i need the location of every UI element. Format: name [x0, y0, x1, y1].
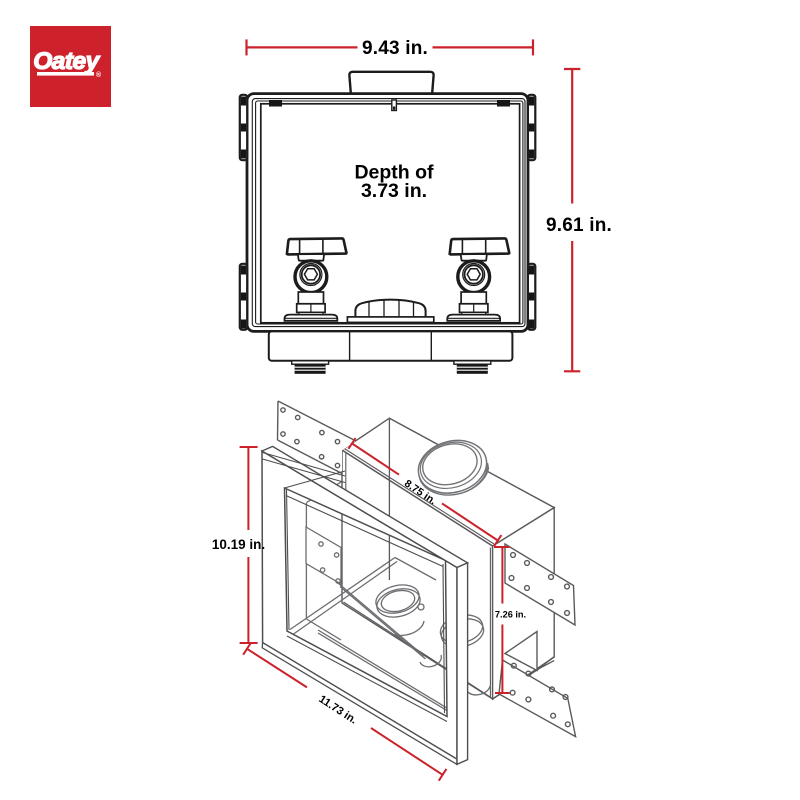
svg-text:9.61 in.: 9.61 in. [546, 215, 612, 236]
svg-text:9.43 in.: 9.43 in. [362, 38, 428, 59]
svg-text:®: ® [96, 71, 102, 79]
svg-text:10.19 in.: 10.19 in. [212, 537, 265, 552]
svg-text:7.26 in.: 7.26 in. [495, 609, 526, 619]
svg-text:Oatey: Oatey [33, 48, 100, 75]
svg-text:Depth of: Depth of [354, 162, 434, 184]
svg-text:3.73 in.: 3.73 in. [361, 180, 427, 202]
